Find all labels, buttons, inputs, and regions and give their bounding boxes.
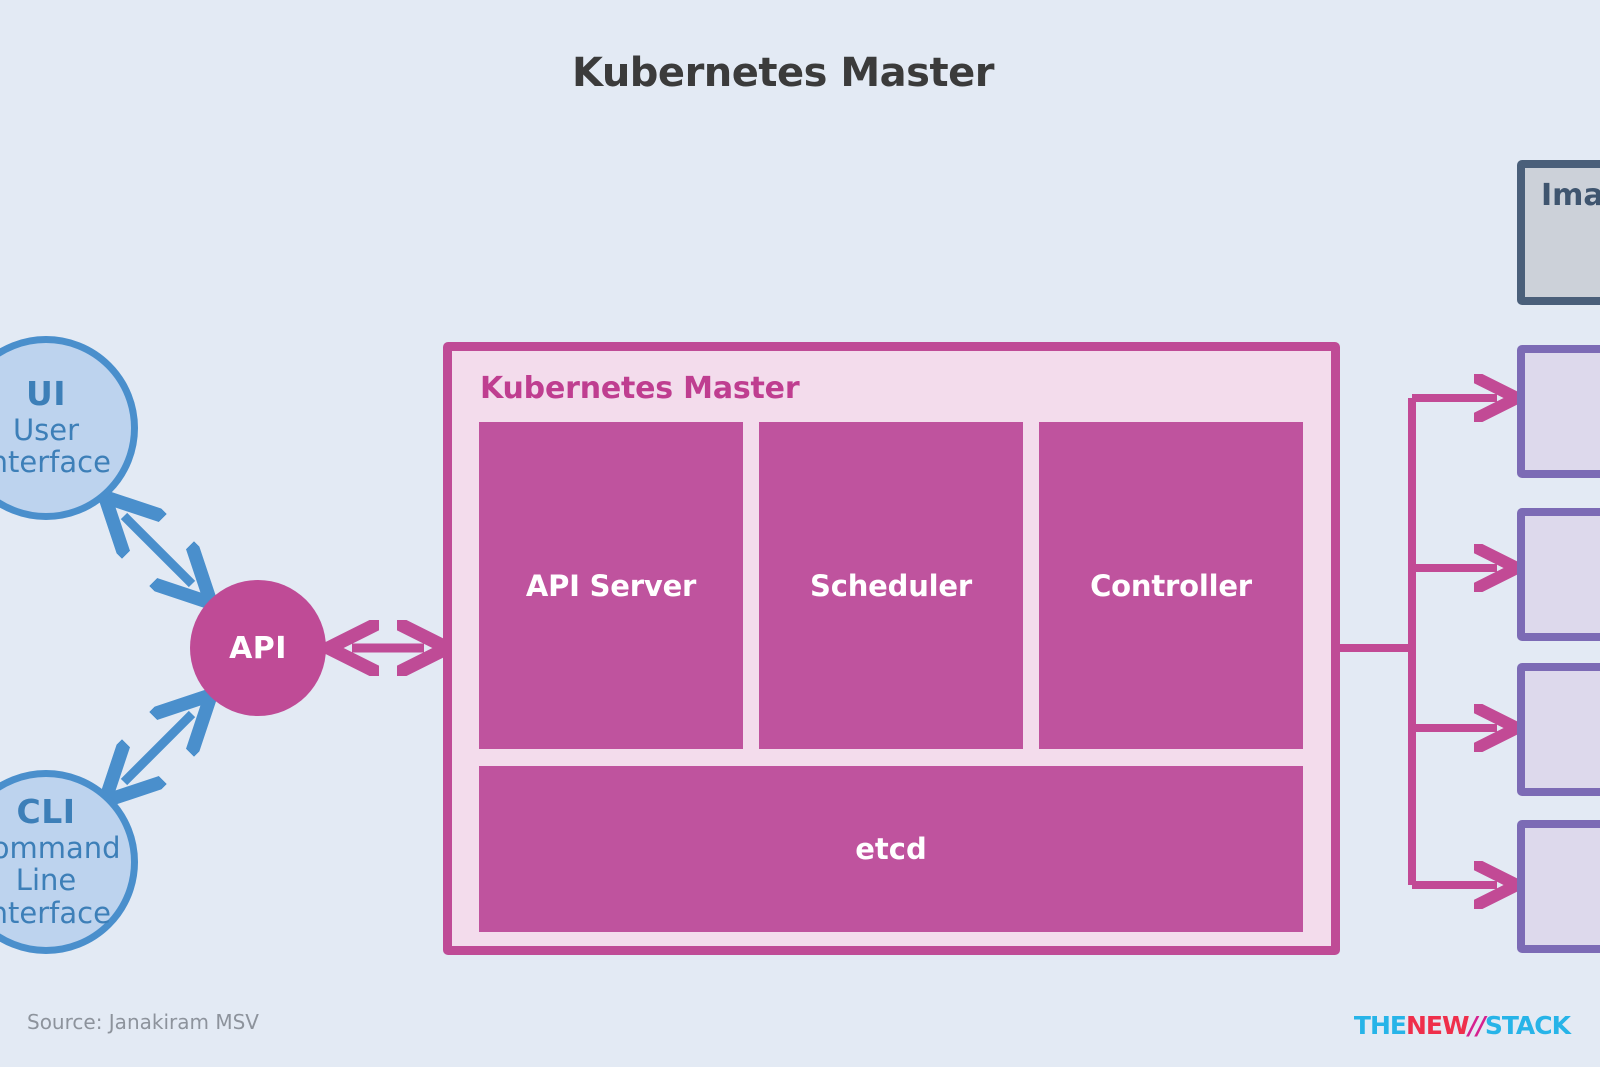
page-title: Kubernetes Master [572,50,994,96]
client-node-ui[interactable]: UI User Interface [0,336,138,520]
logo-part-the: THE [1353,1011,1407,1040]
logo-part-new: NEW [1405,1011,1470,1040]
worker-node-box-4[interactable] [1517,820,1600,953]
client-ui-line-1: User [12,412,80,447]
client-cli-abbr: CLI [16,791,76,831]
component-etcd-label: etcd [855,832,927,866]
worker-node-box-1[interactable] [1517,345,1600,478]
component-etcd[interactable]: etcd [479,766,1303,932]
worker-node-box-2[interactable] [1517,508,1600,641]
image-registry-box[interactable]: Image Registry [1517,160,1600,305]
logo-part-slash: // [1468,1011,1486,1040]
client-ui-abbr: UI [25,374,67,414]
branch-trunk [1340,398,1416,885]
client-cli-line-3: Interface [0,895,111,930]
source-attribution: Source: Janakiram MSV [27,1010,259,1034]
client-ui-line-2: Interface [0,445,111,480]
api-node[interactable]: API [190,580,326,716]
component-scheduler[interactable]: Scheduler [759,422,1023,749]
image-registry-label: Image Registry [1541,178,1600,213]
thenewstack-logo: THENEW//STACK [1353,1011,1571,1040]
master-components-row: API Server Scheduler Controller [479,422,1303,749]
kubernetes-master-box: Kubernetes Master API Server Scheduler C… [443,342,1340,955]
arrow-ui-to-api [124,516,192,584]
client-cli-line-2: Line [15,863,77,898]
component-api-server[interactable]: API Server [479,422,743,749]
client-cli-line-1: Command [0,830,121,865]
component-controller[interactable]: Controller [1039,422,1303,749]
client-node-cli[interactable]: CLI Command Line Interface [0,770,138,954]
worker-node-box-3[interactable] [1517,663,1600,796]
component-controller-label: Controller [1090,568,1252,603]
component-api-server-label: API Server [525,568,697,603]
component-scheduler-label: Scheduler [810,568,972,603]
arrow-cli-to-api [124,714,192,782]
logo-part-stack: STACK [1484,1011,1571,1040]
kubernetes-master-label: Kubernetes Master [480,371,800,406]
api-node-label: API [229,630,287,666]
